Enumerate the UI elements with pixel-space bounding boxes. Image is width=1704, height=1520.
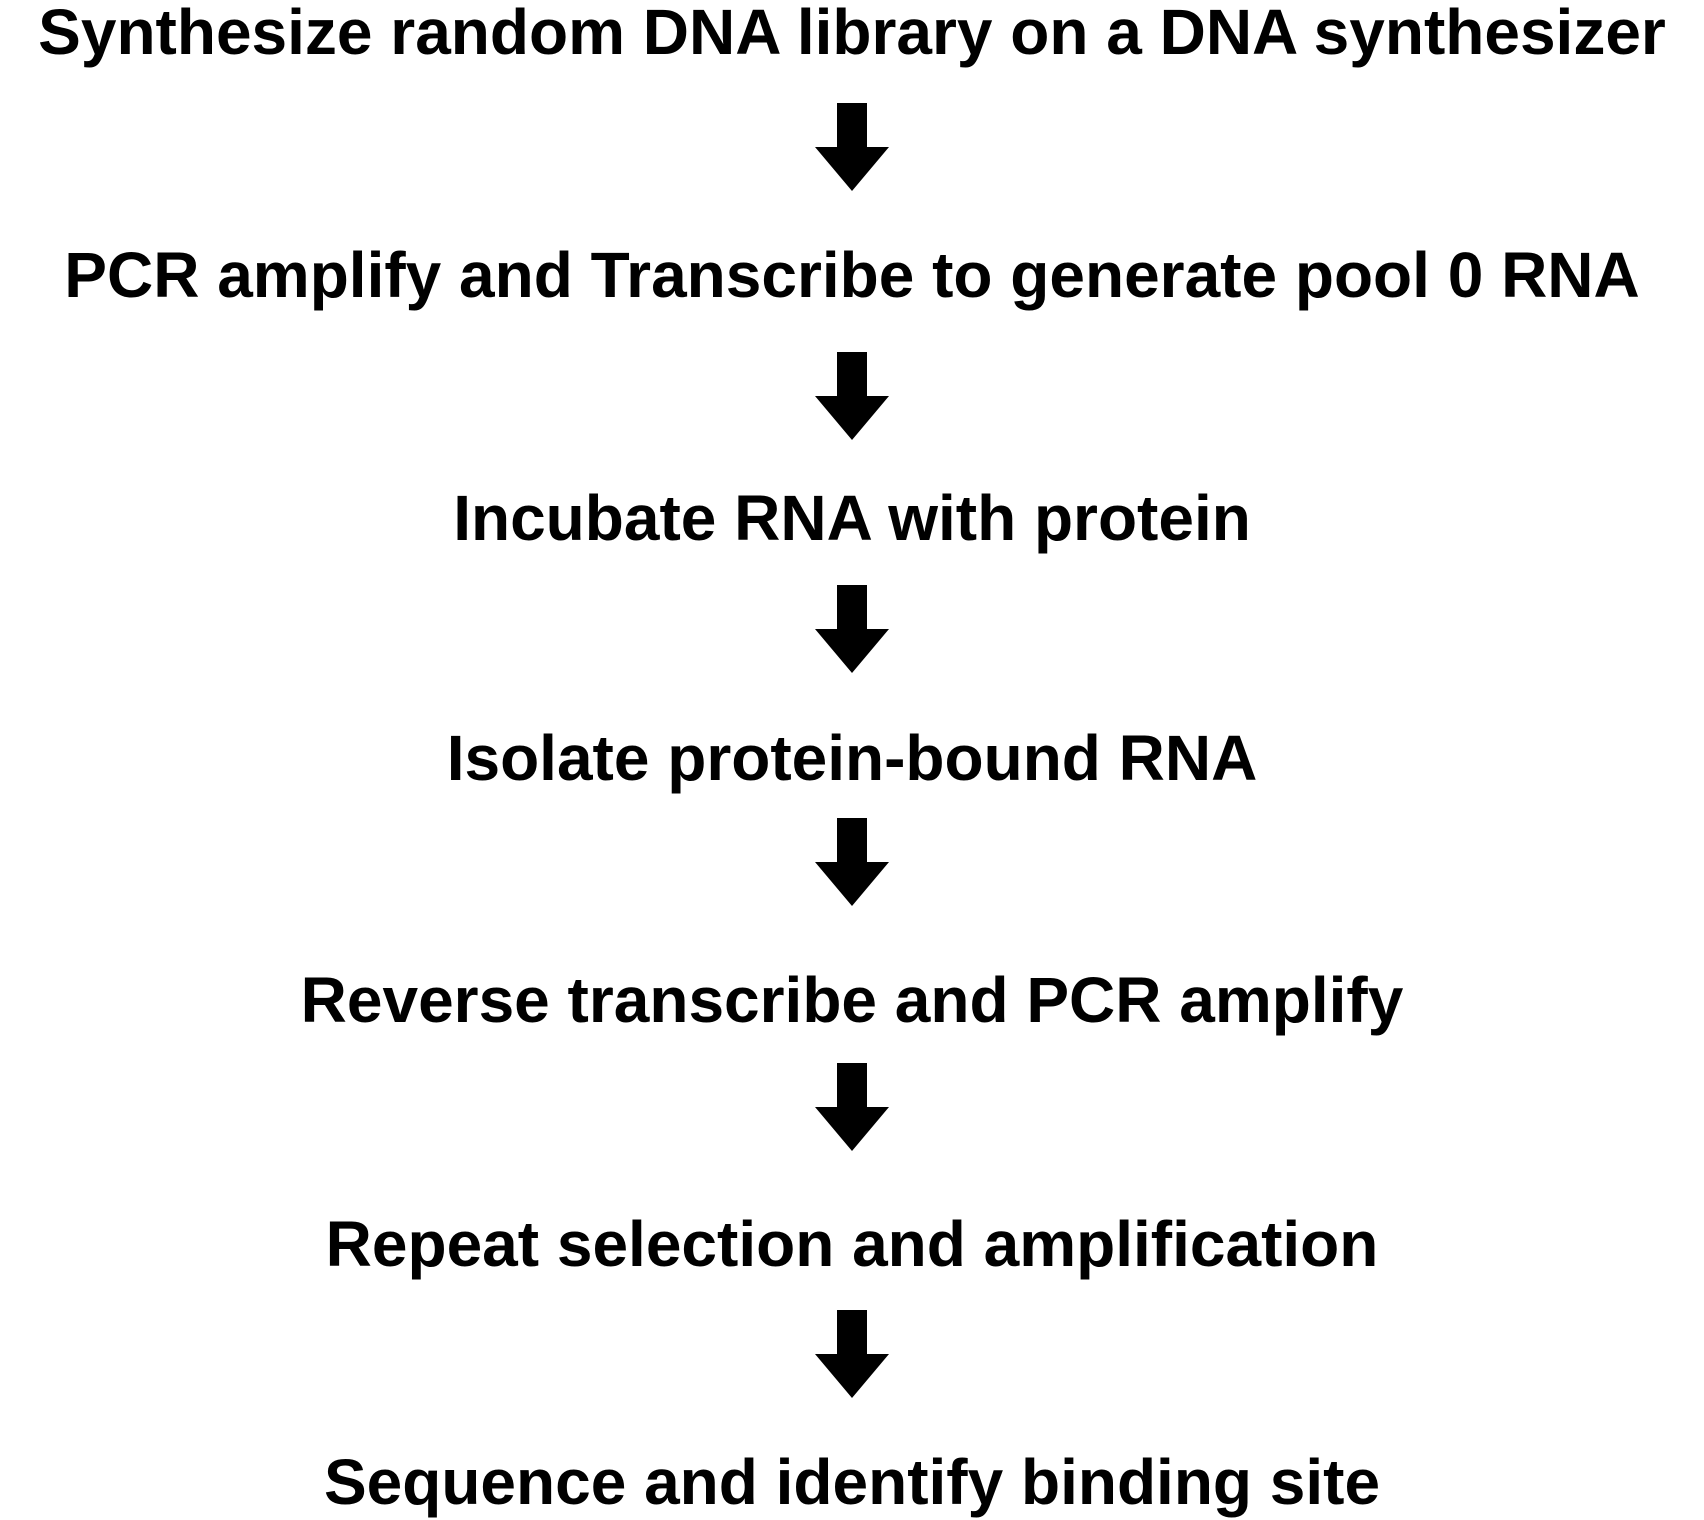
down-arrow-icon	[815, 1310, 889, 1398]
down-arrow-icon	[815, 585, 889, 673]
down-arrow-icon	[815, 103, 889, 191]
step-pcr-transcribe: PCR amplify and Transcribe to generate p…	[64, 239, 1640, 311]
step-isolate-rna: Isolate protein-bound RNA	[446, 722, 1258, 794]
down-arrow-icon	[815, 818, 889, 906]
step-repeat-selection: Repeat selection and amplification	[325, 1208, 1379, 1280]
step-incubate-rna: Incubate RNA with protein	[453, 482, 1251, 554]
step-reverse-transcribe: Reverse transcribe and PCR amplify	[300, 964, 1404, 1036]
down-arrow-icon	[815, 352, 889, 440]
step-sequence-identify: Sequence and identify binding site	[323, 1446, 1381, 1518]
step-synthesize-library: Synthesize random DNA library on a DNA s…	[38, 0, 1666, 68]
down-arrow-icon	[815, 1063, 889, 1151]
